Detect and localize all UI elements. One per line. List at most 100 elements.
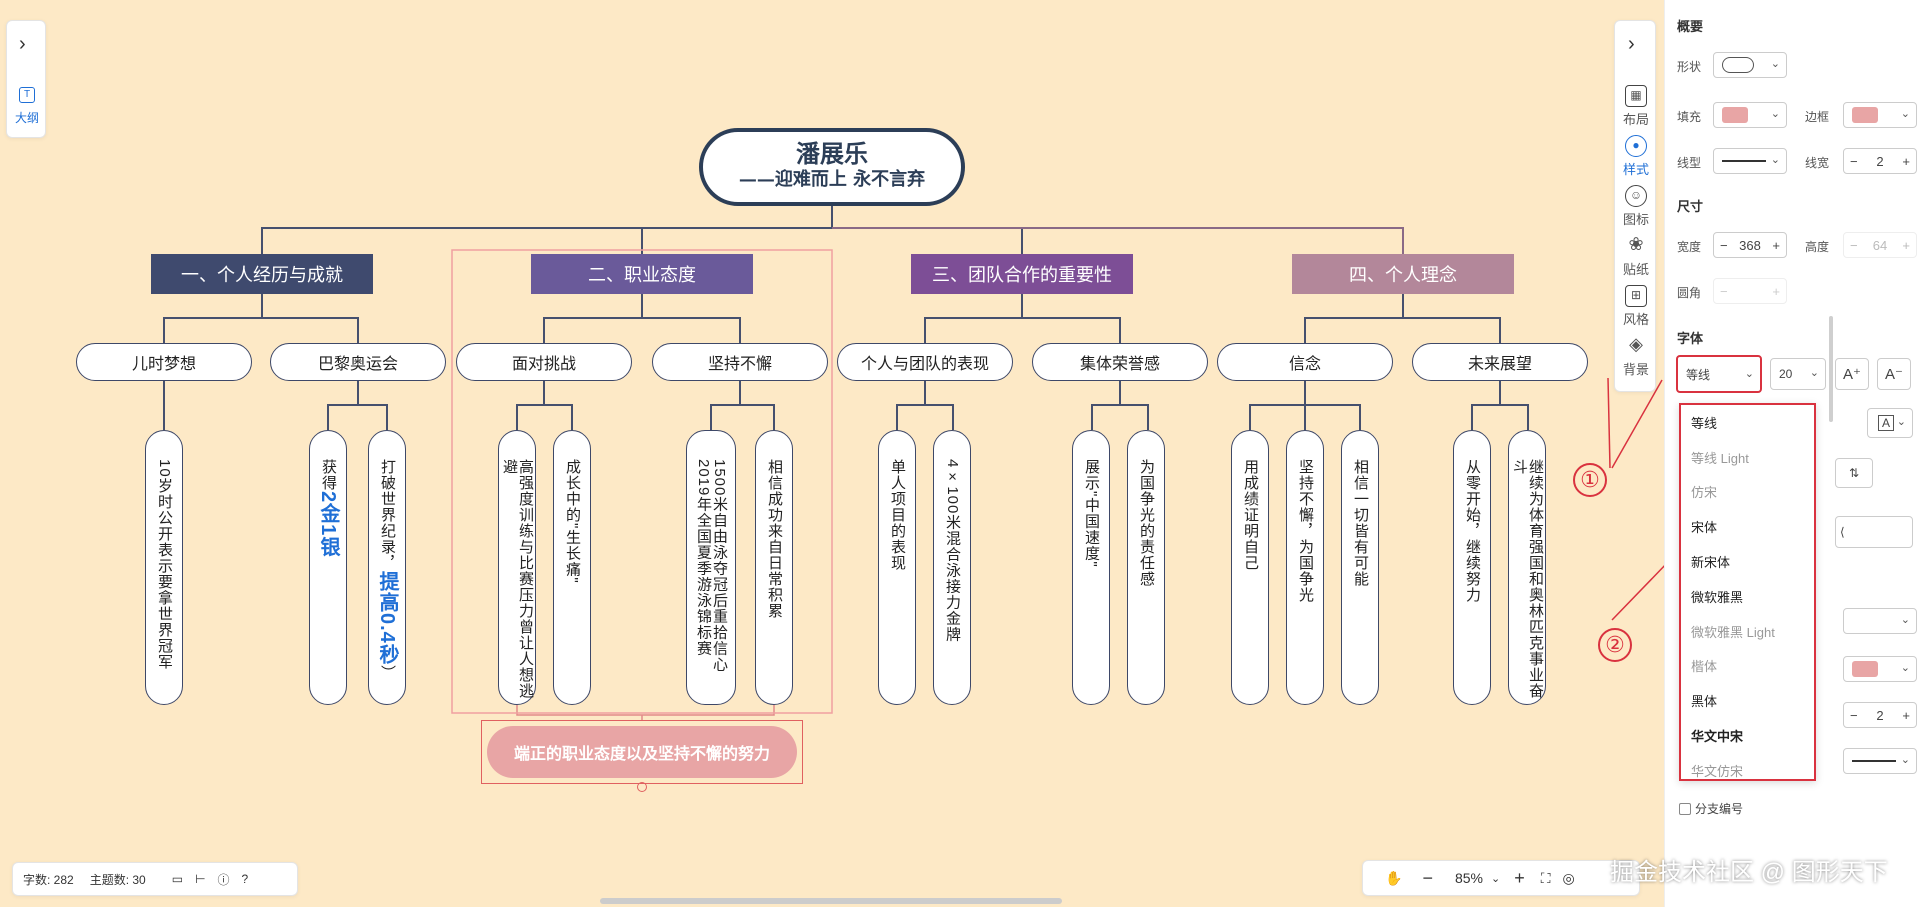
minus-icon[interactable]: − xyxy=(1850,153,1858,169)
zoom-out-button[interactable]: − xyxy=(1422,867,1433,888)
checkbox-icon[interactable] xyxy=(1679,802,1691,815)
subtopic[interactable]: 坚持不懈 xyxy=(652,343,828,381)
font-size-select[interactable]: 20⌄ xyxy=(1770,358,1826,390)
leaf-topic[interactable]: 10岁时公开表示要拿世界冠军 xyxy=(145,430,183,705)
subtopic[interactable]: 巴黎奥运会 xyxy=(270,343,446,381)
plus-icon[interactable]: + xyxy=(1902,707,1910,723)
panel-scrollbar[interactable] xyxy=(1829,316,1833,422)
leaf-topic[interactable]: 相信成功来自日常积累 xyxy=(755,430,793,705)
font-shrink-button[interactable]: A⁻ xyxy=(1877,358,1911,390)
plus-icon[interactable]: + xyxy=(1902,153,1910,169)
section-size: 尺寸 xyxy=(1677,199,1704,214)
font-option[interactable]: 华文中宋 xyxy=(1691,729,1744,745)
border-label: 边框 xyxy=(1805,110,1830,124)
keyboard-icon[interactable]: ▭ xyxy=(171,872,184,886)
subtopic[interactable]: 面对挑战 xyxy=(456,343,632,381)
expand-chevron-icon[interactable]: › xyxy=(19,33,26,55)
branch-number-checkbox[interactable]: 分支编号 xyxy=(1679,800,1743,817)
subtopic[interactable]: 个人与团队的表现 xyxy=(837,343,1013,381)
leaf-topic[interactable]: 成长中的"生长痛" xyxy=(553,430,591,705)
font-option[interactable]: 等线 xyxy=(1691,415,1718,431)
subtopic[interactable]: 集体荣誉感 xyxy=(1032,343,1208,381)
branch-topic[interactable]: 四、个人理念 xyxy=(1292,254,1514,294)
toolbar-style[interactable]: ●样式 xyxy=(1619,135,1653,178)
summary-topic[interactable]: 端正的职业态度以及坚持不懈的努力 xyxy=(481,720,803,784)
toolbar-background[interactable]: ◈背景 xyxy=(1622,334,1649,378)
minus-icon[interactable]: − xyxy=(1720,237,1728,253)
leaf-topic[interactable]: 相信一切皆有可能 xyxy=(1341,430,1379,705)
toolbar-layout[interactable]: ▦布局 xyxy=(1619,85,1653,128)
leaf-topic[interactable]: 打破世界纪录，提高0.4秒） xyxy=(368,430,406,705)
text-color-select[interactable]: A⌄ xyxy=(1867,408,1913,438)
leaf-topic[interactable]: 继续为体育强国和奥林匹克事业奋斗 xyxy=(1508,430,1546,705)
font-option[interactable]: 楷体 xyxy=(1691,659,1718,675)
line-type-select[interactable]: ⌄ xyxy=(1713,148,1787,174)
text-align-select[interactable]: ⟨ xyxy=(1835,516,1913,548)
branch-topic[interactable]: 三、团队合作的重要性 xyxy=(911,254,1133,294)
font-option[interactable]: 微软雅黑 Light xyxy=(1691,624,1775,640)
line-width-stepper[interactable]: −2+ xyxy=(1843,148,1917,174)
horizontal-scrollbar[interactable] xyxy=(600,898,1062,904)
connector-lines xyxy=(163,206,1664,720)
branch-style-select[interactable]: ⌄ xyxy=(1843,608,1917,634)
branch-line-select[interactable]: ⌄ xyxy=(1843,748,1917,774)
font-grow-button[interactable]: A⁺ xyxy=(1835,358,1869,390)
leaf-topic[interactable]: 高强度训练与比赛压力曾让人想逃避 xyxy=(498,430,536,705)
structure-icon[interactable]: ⊢ xyxy=(195,872,206,886)
font-option[interactable]: 微软雅黑 xyxy=(1691,589,1744,605)
outline-icon[interactable]: T xyxy=(19,87,35,103)
sort-icon[interactable]: ⇅ xyxy=(1835,458,1873,488)
font-option[interactable]: 华文仿宋 xyxy=(1691,763,1744,779)
radius-stepper[interactable]: −+ xyxy=(1713,278,1787,304)
leaf-topic[interactable]: 获得2金1银 xyxy=(309,430,347,705)
font-option[interactable]: 新宋体 xyxy=(1691,555,1731,571)
fill-color-select[interactable]: ⌄ xyxy=(1713,102,1787,128)
subtopic[interactable]: 未来展望 xyxy=(1412,343,1588,381)
leaf-topic[interactable]: 为国争光的责任感 xyxy=(1127,430,1165,705)
help-icon[interactable]: ? xyxy=(241,872,249,886)
leaf-topic[interactable]: 4×100米混合泳接力金牌 xyxy=(933,430,971,705)
outline-label[interactable]: 大纲 xyxy=(15,111,40,125)
plus-icon[interactable]: + xyxy=(1772,237,1780,253)
branch-color-select[interactable]: ⌄ xyxy=(1843,656,1917,682)
zoom-value[interactable]: 85% xyxy=(1454,870,1483,886)
locate-icon[interactable]: ◎ xyxy=(1562,869,1575,886)
subtopic[interactable]: 信念 xyxy=(1217,343,1393,381)
toolbar-theme[interactable]: ⊞风格 xyxy=(1619,285,1653,328)
branch-width-stepper[interactable]: −2+ xyxy=(1843,702,1917,728)
zoom-in-button[interactable]: + xyxy=(1514,867,1525,888)
subtopic[interactable]: 儿时梦想 xyxy=(76,343,252,381)
leaf-topic[interactable]: 用成绩证明自己 xyxy=(1231,430,1269,705)
font-option[interactable]: 等线 Light xyxy=(1691,450,1749,466)
leaf-topic[interactable]: 1500米自由泳夺冠后重拾信心 2019年全国夏季游泳锦标赛 xyxy=(686,430,736,705)
toolbar-sticker[interactable]: ❀贴纸 xyxy=(1622,234,1649,278)
leaf-topic[interactable]: 坚持不懈，为国争光 xyxy=(1286,430,1324,705)
branch-topic[interactable]: 一、个人经历与成就 xyxy=(151,254,373,294)
height-stepper[interactable]: −64+ xyxy=(1843,232,1917,258)
border-color-select[interactable]: ⌄ xyxy=(1843,102,1917,128)
summary-handle[interactable] xyxy=(637,782,647,792)
toolbar-icons[interactable]: ☺图标 xyxy=(1619,185,1653,228)
hand-icon[interactable]: ✋ xyxy=(1385,869,1403,886)
leaf-topic[interactable]: 展示"中国速度" xyxy=(1072,430,1110,705)
chevron-down-icon[interactable]: ⌄ xyxy=(1490,872,1501,885)
leaf-topic[interactable]: 从零开始，继续努力 xyxy=(1453,430,1491,705)
root-topic[interactable]: 潘展乐 ——迎难而上 永不言弃 xyxy=(699,128,965,206)
fit-icon[interactable]: ⛶ xyxy=(1540,869,1551,886)
info-icon[interactable]: ⓘ xyxy=(217,872,230,887)
border-color-swatch xyxy=(1852,107,1878,123)
minus-icon[interactable]: − xyxy=(1850,707,1858,723)
layout-icon: ▦ xyxy=(1625,85,1647,107)
font-option[interactable]: 仿宋 xyxy=(1691,485,1718,501)
mindmap-canvas[interactable]: › T 大纲 潘展乐 ——迎难而上 永不言弃 一、个人经历与成就 二、职业态度 … xyxy=(0,0,1664,907)
width-stepper[interactable]: −368+ xyxy=(1713,232,1787,258)
highlight-text: 2金1银 xyxy=(317,491,339,558)
font-option[interactable]: 黑体 xyxy=(1691,694,1718,710)
collapse-chevron-icon[interactable]: › xyxy=(1628,33,1635,55)
branch-topic[interactable]: 二、职业态度 xyxy=(531,254,753,294)
font-family-select[interactable]: 等线⌄ xyxy=(1676,355,1762,393)
text-color-icon: A xyxy=(1878,415,1895,431)
shape-select[interactable]: ⌄ xyxy=(1713,52,1787,78)
font-option[interactable]: 宋体 xyxy=(1691,520,1718,536)
leaf-topic[interactable]: 单人项目的表现 xyxy=(878,430,916,705)
